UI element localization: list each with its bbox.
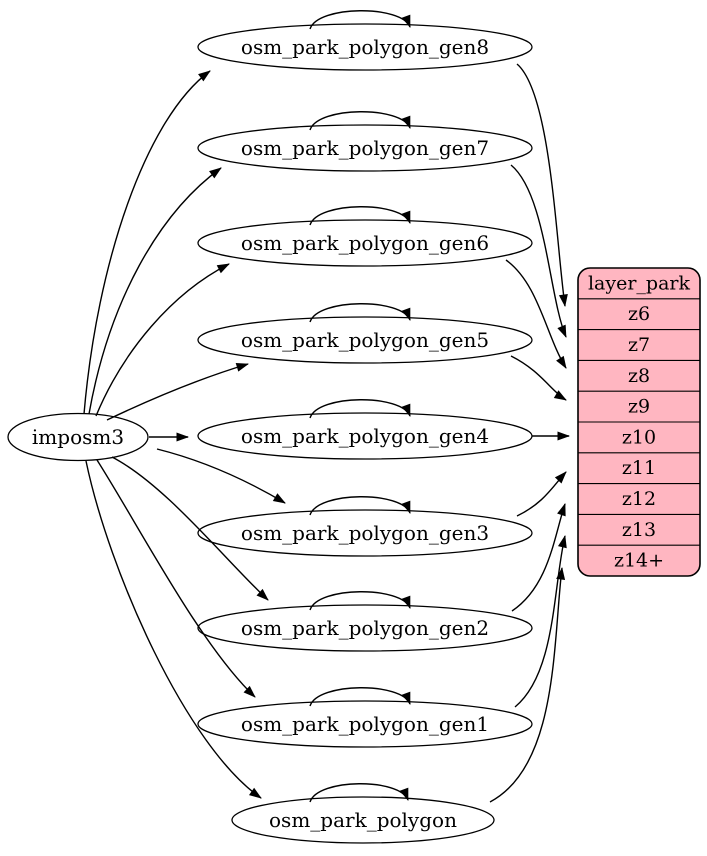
edge-imposm3-to-gen7	[88, 167, 222, 415]
gen6-ellipse	[197, 219, 533, 267]
layer-park-title: layer_park	[588, 272, 691, 294]
self-loop-gen6	[309, 206, 411, 226]
self-loop-gen1	[309, 687, 411, 707]
self-loops	[309, 10, 411, 803]
row-z13: z13	[622, 519, 656, 541]
row-z10: z10	[622, 426, 656, 448]
edge-gen2-to-z12	[511, 503, 566, 612]
self-loop-gen3	[309, 496, 411, 516]
edge-gen8-to-z6	[516, 63, 568, 307]
osm-park-polygon-label: osm_park_polygon	[269, 808, 457, 832]
edge-imposm3-to-gen6	[95, 263, 230, 417]
gen8-ellipse	[197, 23, 533, 71]
edge-gen3-to-z11	[516, 471, 567, 517]
gen3-ellipse	[197, 509, 533, 557]
node-osm-park-polygon-gen7: osm_park_polygon_gen7	[197, 124, 533, 172]
row-z11: z11	[622, 457, 656, 479]
imposm3-label: imposm3	[32, 425, 124, 449]
node-osm-park-polygon-gen8: osm_park_polygon_gen8	[197, 23, 533, 71]
gen7-ellipse	[197, 124, 533, 172]
gen4-label: osm_park_polygon_gen4	[241, 424, 489, 448]
self-loop-gen7	[309, 111, 411, 131]
gen7-label: osm_park_polygon_gen7	[241, 136, 489, 160]
edge-imposm3-to-gen3	[156, 448, 286, 504]
gen3-label: osm_park_polygon_gen3	[241, 521, 489, 545]
node-osm-park-polygon-gen1: osm_park_polygon_gen1	[197, 700, 533, 748]
node-layer-park: layer_park z6 z7 z8 z9 z10 z11 z12 z13 z…	[577, 267, 701, 577]
edge-gen1-to-z13	[514, 535, 567, 708]
self-loop-gen2	[309, 591, 411, 611]
edge-imposm3-to-gen1	[96, 459, 256, 698]
node-osm-park-polygon: osm_park_polygon	[231, 796, 495, 844]
row-z9: z9	[628, 396, 650, 418]
edge-gen5-to-z9	[510, 355, 567, 401]
node-imposm3: imposm3	[7, 412, 149, 462]
imposm3-ellipse	[7, 412, 149, 462]
edge-imposm3-to-gen5	[106, 362, 249, 421]
row-z7: z7	[628, 334, 650, 356]
gen5-label: osm_park_polygon_gen5	[241, 328, 489, 352]
row-z8: z8	[628, 365, 650, 387]
gen5-ellipse	[197, 316, 533, 364]
self-loop-gen5	[309, 303, 411, 323]
gen1-ellipse	[197, 700, 533, 748]
node-osm-park-polygon-gen6: osm_park_polygon_gen6	[197, 219, 533, 267]
osm-park-polygon-ellipse	[231, 796, 495, 844]
self-loop-osm-park-polygon	[309, 783, 409, 803]
node-osm-park-polygon-gen2: osm_park_polygon_gen2	[197, 604, 533, 652]
edge-imposm3-to-gen2	[111, 456, 269, 601]
row-z12: z12	[622, 488, 656, 510]
self-loop-gen8	[309, 10, 411, 30]
node-osm-park-polygon-gen5: osm_park_polygon_gen5	[197, 316, 533, 364]
self-loop-gen4	[309, 399, 411, 419]
row-z6: z6	[628, 303, 650, 325]
gen1-label: osm_park_polygon_gen1	[241, 712, 489, 736]
edge-osm-park-polygon-to-z14plus	[489, 567, 566, 803]
row-z14plus: z14+	[614, 550, 664, 572]
edge-gen7-to-z7	[510, 164, 567, 338]
edge-imposm3-to-osm-park-polygon	[85, 460, 262, 799]
edge-gen6-to-z8	[505, 259, 567, 369]
node-osm-park-polygon-gen3: osm_park_polygon_gen3	[197, 509, 533, 557]
edges-to-layer	[489, 63, 571, 803]
gen8-label: osm_park_polygon_gen8	[241, 35, 489, 59]
node-osm-park-polygon-gen4: osm_park_polygon_gen4	[197, 412, 533, 460]
gen6-label: osm_park_polygon_gen6	[241, 231, 489, 255]
gen2-label: osm_park_polygon_gen2	[241, 616, 489, 640]
edge-imposm3-to-gen8	[83, 70, 211, 415]
gen2-ellipse	[197, 604, 533, 652]
edges-imposm3	[83, 70, 286, 799]
